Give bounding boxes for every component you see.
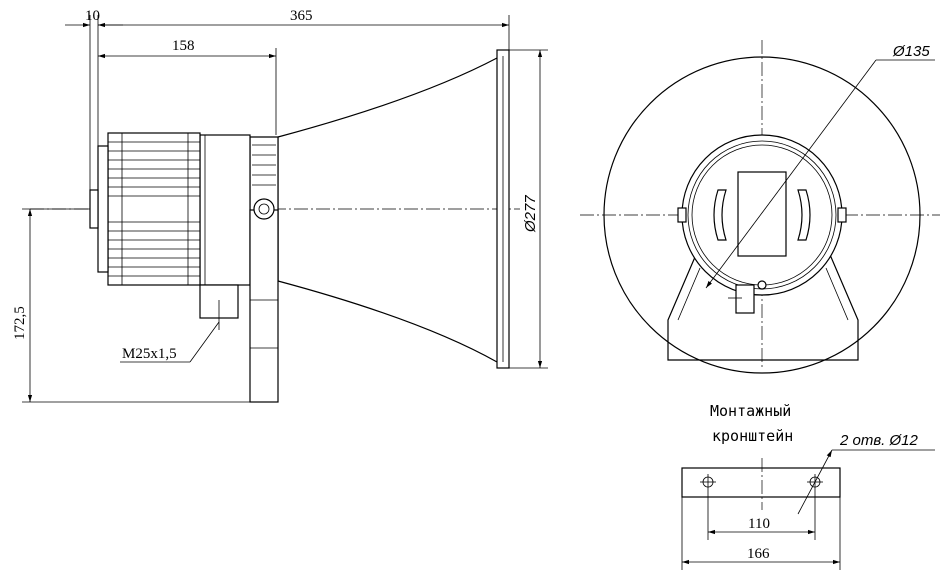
thread-label: M25x1,5 [122,346,177,362]
finned-cap [107,132,201,286]
holes-label: 2 отв. Ø12 [839,432,919,449]
dim-10: 10 [85,8,100,24]
cap-fins [108,133,200,285]
side-view: 10 365 158 Ø277 172,5 M25x1,5 [12,8,548,403]
front-gland [735,284,755,314]
mount-bracket-side [249,209,279,403]
dim-158: 158 [172,38,195,54]
front-bracket [667,249,859,361]
left-slot [713,189,727,241]
horn-outer-circle [603,56,921,374]
right-slot [797,189,811,241]
pivot-bolt [253,198,275,220]
dim-135: Ø135 [892,43,930,60]
bracket-title-line1: Монтажный [710,402,791,420]
dim-166: 166 [747,546,770,562]
bracket-plate [681,467,841,498]
front-plate [737,171,787,257]
dim-110: 110 [748,516,770,532]
cap-screw [89,189,99,229]
dim-365: 365 [290,8,313,24]
horn-top-edge [277,57,498,138]
mounting-bracket-view: Монтажный кронштейн 2 отв. Ø12 110 166 [681,402,935,570]
front-view: Ø135 [580,40,940,374]
dim-277: Ø277 [522,195,539,233]
junction-body [199,134,251,286]
cap-back-plate [97,145,109,273]
horn-bottom-edge [277,280,498,363]
bracket-title-line2: кронштейн [712,427,793,445]
dim-172-5: 172,5 [12,306,28,340]
